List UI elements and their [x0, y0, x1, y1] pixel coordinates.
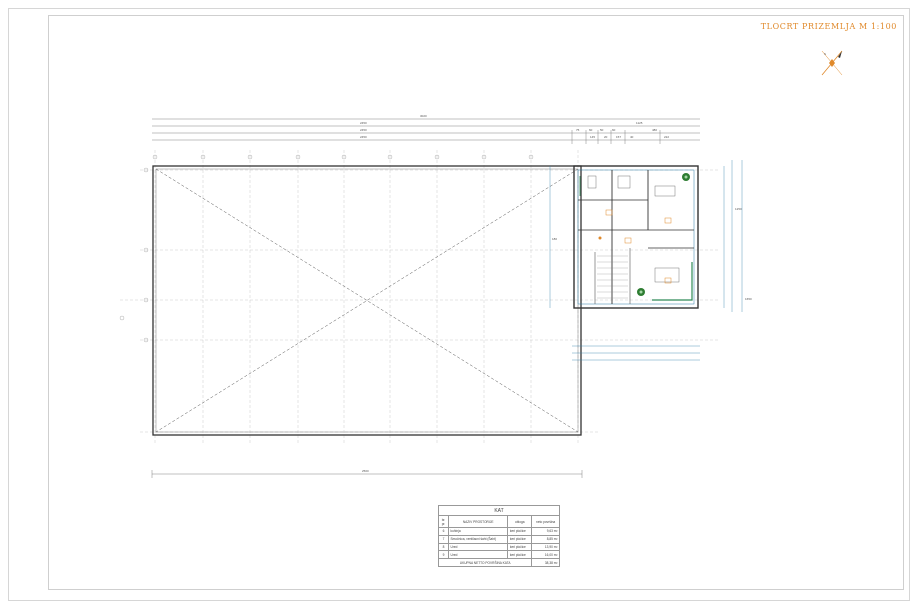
table-row: 7 Smočnica, ventilacni šaht (Šaht) keri … — [438, 534, 560, 544]
top-dimensions — [152, 118, 700, 144]
drawing-title: TLOCRT PRIZEMLJA M 1:100 — [760, 22, 897, 31]
room-area-table: KAT br. pr. NAZIV PROSTORIJE obloga neto… — [437, 504, 560, 568]
table-caption: KAT — [438, 504, 560, 517]
svg-text:2450: 2450 — [360, 121, 367, 125]
bottom-dim-label: 2500 — [362, 469, 369, 473]
grid-markers — [119, 154, 534, 343]
sheet-border-outer — [8, 8, 910, 601]
header-floor: obloga — [507, 515, 533, 528]
svg-text:2450: 2450 — [360, 128, 367, 132]
top-dimension-labels: 3020 1125 2450 2450 2450 75 60 50 60 480… — [360, 114, 669, 139]
table-row: 9 Ured keri pločice 16,00 m² — [438, 550, 560, 560]
compass-icon: S — [821, 50, 843, 76]
right-dim-label-2: 1250 — [735, 207, 742, 211]
right-dim-label: 1650 — [745, 297, 752, 301]
header-area: neto površina — [531, 515, 560, 528]
sheet-border-inner — [48, 15, 904, 590]
table-total-row: UKUPNA NETTO POVRŠINA KATA 38,38 m² — [437, 558, 560, 568]
right-dimensions — [549, 160, 743, 312]
svg-text:1125: 1125 — [636, 121, 643, 125]
svg-text:60: 60 — [589, 128, 593, 132]
bottom-dimension — [151, 470, 583, 478]
svg-text:50: 50 — [600, 128, 604, 132]
compass-label: S — [824, 52, 826, 56]
table-row: 8 Ured keri pločice 13,90 m² — [438, 542, 560, 552]
lower-plan-dimensions — [572, 345, 700, 361]
svg-text:40: 40 — [630, 135, 634, 139]
svg-text:145: 145 — [590, 135, 595, 139]
floor-plan-rooms — [573, 165, 699, 309]
left-dim-label: 180 — [552, 237, 557, 241]
header-name: NAZIV PROSTORIJE — [447, 515, 509, 528]
total-value: 38,38 m² — [531, 558, 560, 568]
svg-text:157: 157 — [616, 135, 621, 139]
svg-text:60: 60 — [612, 128, 616, 132]
svg-text:20: 20 — [604, 135, 608, 139]
table-row: 6 kuhinja keri pločice 9,63 m² — [438, 526, 560, 536]
svg-text:480: 480 — [652, 128, 657, 132]
svg-text:222: 222 — [664, 135, 669, 139]
header-number: br. pr. — [438, 515, 449, 528]
total-label: UKUPNA NETTO POVRŠINA KATA — [437, 558, 533, 568]
svg-text:2450: 2450 — [360, 135, 367, 139]
roof-slab — [152, 165, 582, 436]
plant-icon-2 — [637, 288, 645, 296]
svg-text:75: 75 — [576, 128, 580, 132]
plant-icon — [682, 173, 690, 181]
svg-text:3020: 3020 — [420, 114, 427, 118]
